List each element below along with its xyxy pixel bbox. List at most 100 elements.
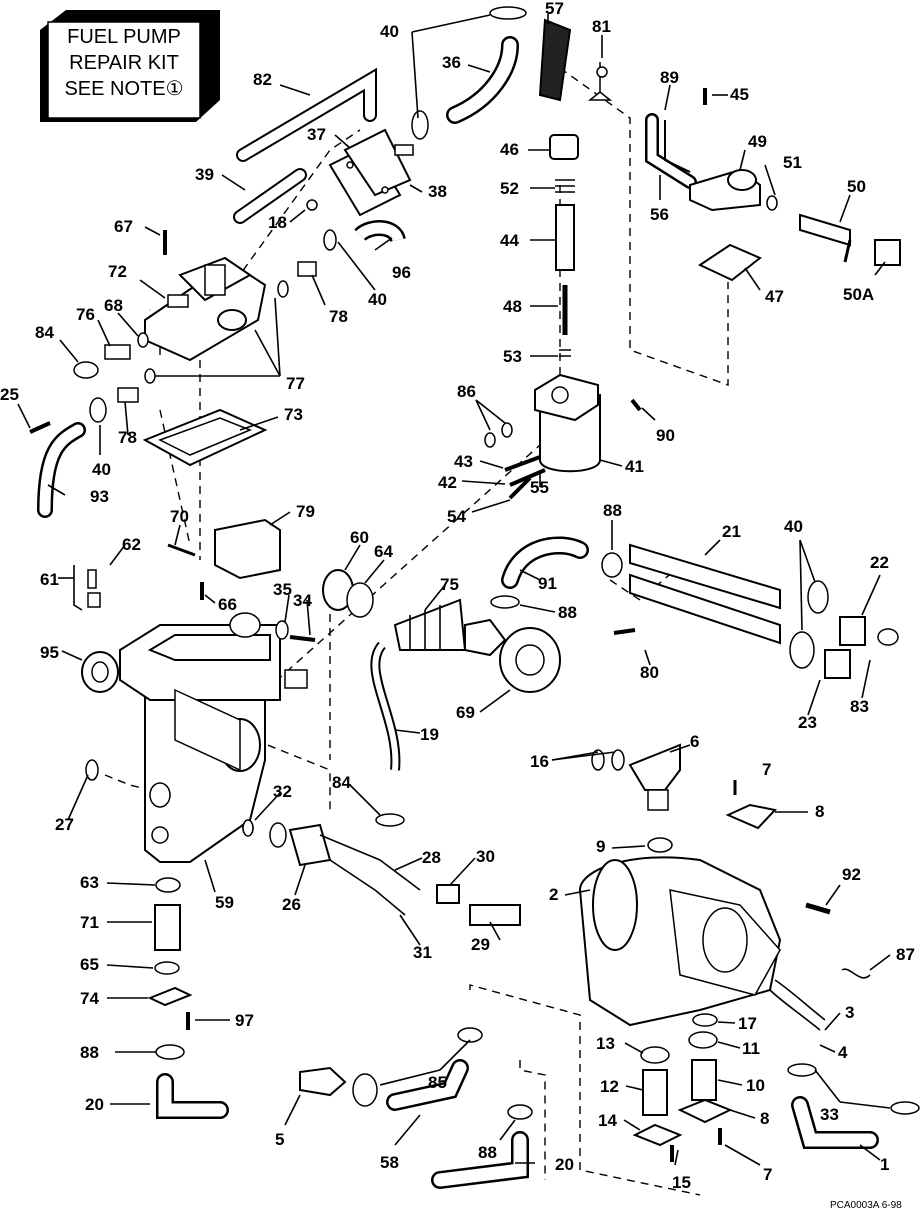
plate-47 bbox=[697, 243, 762, 282]
label-9: 9 bbox=[596, 837, 605, 856]
filter-57 bbox=[538, 18, 572, 102]
fitting-50 bbox=[799, 213, 851, 247]
label-63: 63 bbox=[80, 873, 99, 892]
label-75: 75 bbox=[440, 575, 459, 594]
label-84: 84 bbox=[35, 323, 54, 342]
label-19: 19 bbox=[420, 725, 439, 744]
vapor-separator-59 bbox=[73, 518, 374, 863]
label-43: 43 bbox=[454, 452, 473, 471]
label-7: 7 bbox=[762, 760, 771, 779]
bottom-left-fittings bbox=[147, 877, 533, 1189]
label-13: 13 bbox=[596, 1034, 615, 1053]
label-1: 1 bbox=[880, 1155, 889, 1174]
label-44: 44 bbox=[500, 231, 519, 250]
tubes-21 bbox=[601, 543, 899, 679]
label-85: 85 bbox=[428, 1073, 447, 1092]
label-91: 91 bbox=[538, 574, 557, 593]
label-23: 23 bbox=[798, 713, 817, 732]
label-88-c: 88 bbox=[80, 1043, 99, 1062]
label-95: 95 bbox=[40, 643, 59, 662]
label-8-b: 8 bbox=[760, 1109, 769, 1128]
repair-kit-note-box: FUEL PUMP REPAIR KIT SEE NOTE① bbox=[40, 10, 220, 122]
label-27: 27 bbox=[55, 815, 74, 834]
label-61: 61 bbox=[40, 570, 59, 589]
fuel-pump-section bbox=[233, 6, 613, 298]
label-6: 6 bbox=[690, 732, 699, 751]
label-37: 37 bbox=[307, 125, 326, 144]
label-77: 77 bbox=[286, 374, 305, 393]
enrichener-26 bbox=[242, 819, 521, 926]
label-88-d: 88 bbox=[478, 1143, 497, 1162]
fitting-5 bbox=[299, 1066, 347, 1097]
label-10: 10 bbox=[746, 1076, 765, 1095]
label-74: 74 bbox=[80, 989, 99, 1008]
label-87: 87 bbox=[896, 945, 915, 964]
label-18: 18 bbox=[268, 213, 287, 232]
label-96: 96 bbox=[392, 263, 411, 282]
label-28: 28 bbox=[422, 848, 441, 867]
label-40-d: 40 bbox=[784, 517, 803, 536]
label-92: 92 bbox=[842, 865, 861, 884]
label-69: 69 bbox=[456, 703, 475, 722]
label-3: 3 bbox=[845, 1003, 854, 1022]
vst-cover bbox=[29, 230, 268, 518]
label-60: 60 bbox=[350, 528, 369, 547]
label-29: 29 bbox=[471, 935, 490, 954]
filter-75 bbox=[370, 536, 589, 827]
label-40: 40 bbox=[380, 22, 399, 41]
figure-code: PCA0003A 6-98 bbox=[830, 1200, 902, 1211]
label-12: 12 bbox=[600, 1077, 619, 1096]
label-78-b: 78 bbox=[118, 428, 137, 447]
label-15: 15 bbox=[672, 1173, 691, 1192]
gasket-8-bottom bbox=[677, 1098, 733, 1124]
label-22: 22 bbox=[870, 553, 889, 572]
label-49: 49 bbox=[748, 132, 767, 151]
label-62: 62 bbox=[122, 535, 141, 554]
label-51: 51 bbox=[783, 153, 802, 172]
label-4: 4 bbox=[838, 1043, 848, 1062]
filter-stack bbox=[549, 88, 901, 357]
label-7-b: 7 bbox=[763, 1165, 772, 1184]
bracket-79 bbox=[214, 518, 281, 580]
label-42: 42 bbox=[438, 473, 457, 492]
gasket-8-top bbox=[725, 803, 777, 830]
label-55: 55 bbox=[530, 478, 549, 497]
label-26: 26 bbox=[282, 895, 301, 914]
note-line-3: SEE NOTE① bbox=[64, 78, 183, 100]
label-5: 5 bbox=[275, 1130, 284, 1149]
label-84-b: 84 bbox=[332, 773, 351, 792]
label-39: 39 bbox=[195, 165, 214, 184]
label-79: 79 bbox=[296, 502, 315, 521]
label-50A: 50A bbox=[843, 285, 874, 304]
label-88: 88 bbox=[603, 501, 622, 520]
label-76: 76 bbox=[76, 305, 95, 324]
label-45: 45 bbox=[730, 85, 749, 104]
label-33: 33 bbox=[820, 1105, 839, 1124]
label-16: 16 bbox=[530, 752, 549, 771]
label-73: 73 bbox=[284, 405, 303, 424]
label-90: 90 bbox=[656, 426, 675, 445]
label-58: 58 bbox=[380, 1153, 399, 1172]
label-21: 21 bbox=[722, 522, 741, 541]
label-81: 81 bbox=[592, 17, 611, 36]
label-50: 50 bbox=[847, 177, 866, 196]
label-65: 65 bbox=[80, 955, 99, 974]
label-64: 64 bbox=[374, 542, 393, 561]
label-56: 56 bbox=[650, 205, 669, 224]
label-48: 48 bbox=[503, 297, 522, 316]
label-89: 89 bbox=[660, 68, 679, 87]
label-86: 86 bbox=[457, 382, 476, 401]
label-68: 68 bbox=[104, 296, 123, 315]
leader-lines bbox=[17, 14, 891, 1166]
label-83: 83 bbox=[850, 697, 869, 716]
label-80: 80 bbox=[640, 663, 659, 682]
label-36: 36 bbox=[442, 53, 461, 72]
label-52: 52 bbox=[500, 179, 519, 198]
label-25: 25 bbox=[0, 385, 19, 404]
note-line-2: REPAIR KIT bbox=[69, 52, 179, 74]
label-34: 34 bbox=[293, 591, 312, 610]
label-47: 47 bbox=[765, 287, 784, 306]
label-20-b: 20 bbox=[555, 1155, 574, 1174]
label-38: 38 bbox=[428, 182, 447, 201]
